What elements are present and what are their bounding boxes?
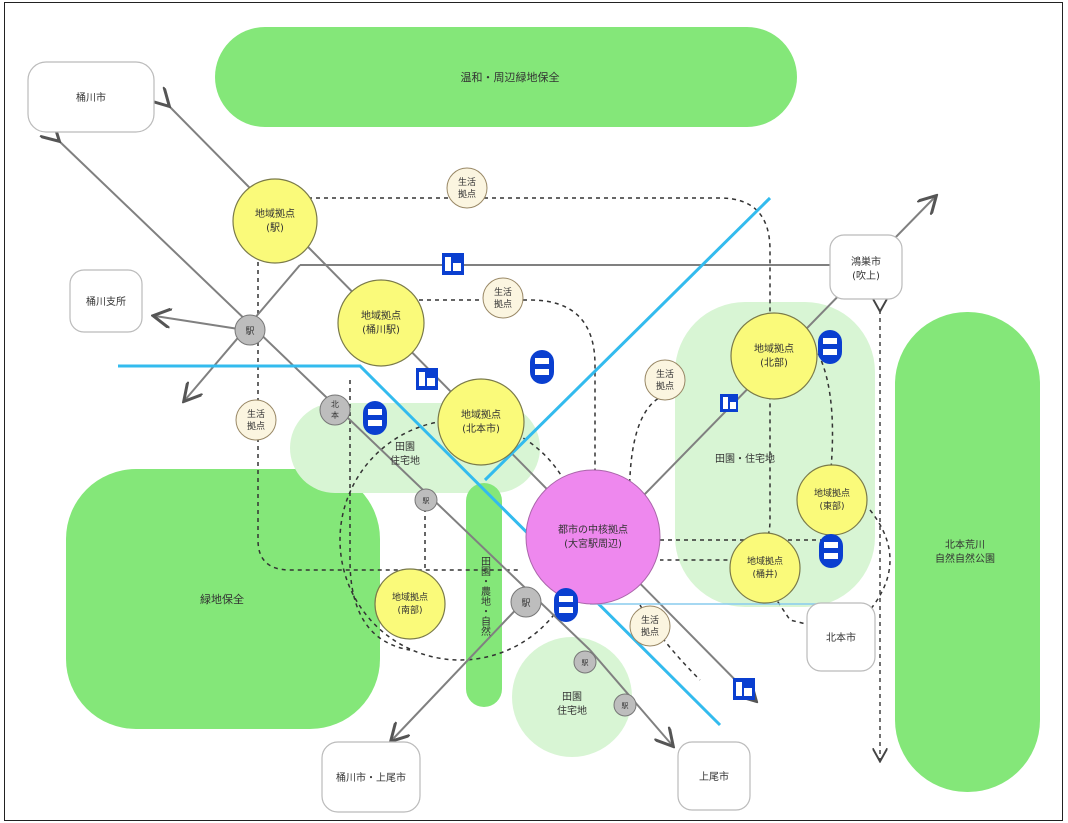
hub-1	[232, 178, 318, 264]
square-icon-3	[720, 394, 738, 412]
life-hub-2	[482, 277, 524, 319]
hub-3-label-2: (北本市)	[462, 422, 500, 435]
city-left-mid-label: 桶川支所	[86, 295, 126, 308]
hub-7-label-2: (南部)	[397, 604, 422, 616]
life-hub-1	[446, 167, 488, 209]
life-hub-5-l2: 拠点	[641, 626, 659, 638]
hub-5-label-2: (東部)	[819, 500, 844, 512]
hub-6-label-1: 地域拠点	[747, 555, 783, 567]
central-hub-label-1: 都市の中核拠点	[558, 523, 628, 536]
station-3-label: 駅	[423, 497, 430, 505]
station-4	[510, 586, 542, 618]
life-hub-2-l2: 拠点	[494, 298, 512, 310]
city-right-bottom-label: 北本市	[826, 631, 856, 644]
station-2-label-1: 北	[331, 400, 339, 409]
center-strip-label: 田園・農地・自然	[479, 556, 491, 637]
hub-6-label-2: (桶井)	[752, 568, 777, 580]
zone-c-label-1: 田園	[562, 691, 582, 703]
hub-2	[337, 279, 425, 367]
city-box-left-mid	[69, 269, 143, 333]
station-3	[414, 488, 438, 512]
pill-icon-5	[554, 588, 578, 622]
city-box-bottom-right	[677, 741, 751, 811]
city-box-right-bottom	[806, 602, 876, 672]
right-green-label-2: 自然自然公園	[935, 552, 995, 565]
hub-6	[729, 532, 801, 604]
station-1-label: 駅	[245, 326, 254, 337]
station-2	[319, 394, 351, 426]
city-right-top-label-1: 鴻巣市	[851, 255, 881, 268]
city-top-left-label: 桶川市	[76, 91, 106, 104]
station-5	[573, 650, 597, 674]
life-hub-4-l1: 生活	[656, 368, 674, 380]
pill-icon-3	[818, 330, 842, 364]
pill-icon-2	[363, 401, 387, 435]
station-2-label-2: 本	[331, 410, 339, 420]
station-4-label: 駅	[521, 598, 530, 609]
hub-5-label-1: 地域拠点	[814, 487, 850, 499]
left-green-label: 緑地保全	[200, 592, 244, 606]
hub-4-label-2: (北部)	[760, 356, 788, 369]
hub-7	[374, 568, 446, 640]
central-hub	[525, 469, 661, 605]
hub-4	[730, 312, 818, 400]
zone-c-label-2: 住宅地	[557, 704, 587, 717]
life-hub-5-l1: 生活	[641, 614, 659, 626]
life-hub-1-l1: 生活	[458, 176, 476, 188]
life-hub-4-l2: 拠点	[656, 380, 674, 392]
station-5-label: 駅	[582, 659, 589, 667]
zone-b-label: 田園・住宅地	[715, 452, 775, 465]
station-1	[234, 314, 266, 346]
pill-icon-1	[530, 350, 554, 384]
hub-1-label-2: (駅)	[266, 222, 284, 234]
zone-a-label-1: 田園	[395, 441, 415, 453]
life-hub-3-l2: 拠点	[247, 420, 265, 432]
right-green-label-1: 北本荒川	[945, 538, 985, 551]
city-bottom-left-label: 桶川市・上尾市	[336, 771, 406, 784]
zone-a-label-2: 住宅地	[390, 454, 420, 467]
hub-1-label-1: 地域拠点	[255, 207, 295, 220]
central-hub-label-2: (大宮駅周辺)	[564, 537, 622, 550]
hub-3	[437, 378, 525, 466]
city-box-bottom-left	[321, 741, 421, 813]
city-right-top-label-2: (吹上)	[852, 269, 880, 282]
water-lines	[118, 196, 772, 727]
hub-2-label-1: 地域拠点	[361, 309, 401, 322]
life-hub-3	[235, 399, 277, 441]
square-icon-4	[733, 678, 755, 700]
square-icon-1	[442, 253, 464, 275]
hub-4-label-1: 地域拠点	[754, 342, 794, 355]
square-icon-2	[416, 368, 438, 390]
city-box-right-top	[829, 234, 903, 300]
hub-2-label-2: (桶川駅)	[362, 323, 400, 336]
life-hub-5	[629, 605, 671, 647]
right-green-zone	[895, 312, 1040, 792]
life-hub-4	[644, 359, 686, 401]
hub-5	[796, 464, 868, 536]
life-hub-1-l2: 拠点	[458, 188, 476, 200]
city-bottom-right-label: 上尾市	[699, 770, 729, 783]
hub-7-label-1: 地域拠点	[392, 591, 428, 603]
hub-3-label-1: 地域拠点	[461, 408, 501, 421]
life-hub-3-l1: 生活	[247, 408, 265, 420]
city-box-top-left	[27, 61, 155, 133]
pill-icon-4	[819, 534, 843, 568]
life-hub-2-l1: 生活	[494, 286, 512, 298]
top-green-label: 温和・周辺緑地保全	[461, 70, 560, 84]
station-6-label: 駅	[622, 702, 629, 710]
station-6	[613, 693, 637, 717]
